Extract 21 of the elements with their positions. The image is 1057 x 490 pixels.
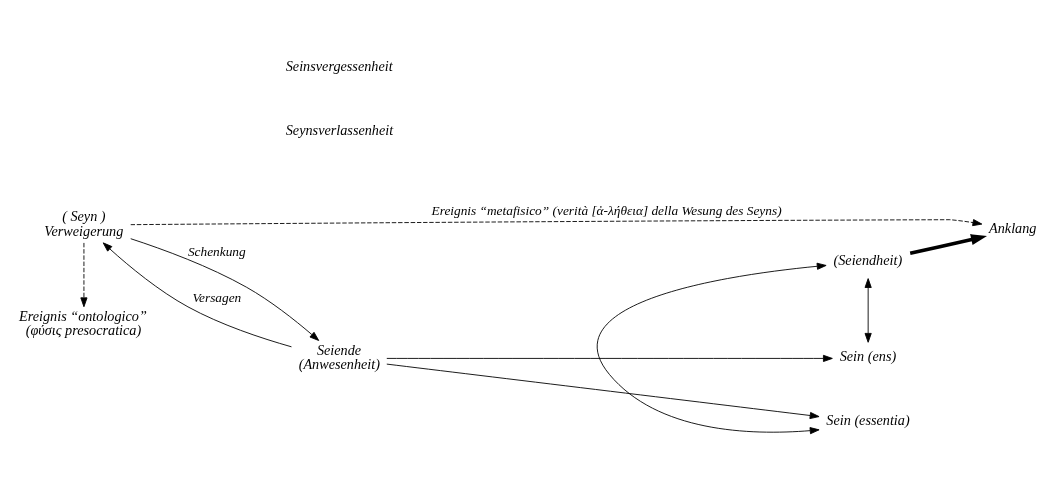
label: Seynsverlassenheit (285, 121, 394, 138)
node-text: Sein (ens) (839, 347, 897, 364)
arrow (130, 237, 320, 341)
node-text: Ereignis “ontologico” (φύσις presocratica) (19, 307, 147, 338)
node-text: Anklang (989, 219, 1037, 236)
arrow (130, 218, 983, 226)
edge-label: Ereignis “metafisico” (verità [ἀ-λήθεια] della Wesung des Seyns) (431, 202, 782, 218)
arrow (386, 354, 833, 362)
node-text: ( Seyn ) Verweigerung (44, 207, 124, 239)
arrow (597, 262, 827, 434)
arrow (102, 241, 292, 347)
node-text: Sein (essentia) (826, 411, 910, 428)
arrow (80, 241, 88, 307)
edge-label: Schenkung (187, 243, 246, 259)
arrow (386, 363, 820, 419)
edge-label: Versagen (192, 289, 242, 305)
arrow (864, 277, 872, 343)
node-text: Seiende (Anwesenheit) (298, 341, 380, 372)
node-text: (Seiendheit) (833, 251, 903, 268)
arrow (909, 233, 987, 255)
label: Seinsvergessenheit (285, 57, 393, 74)
